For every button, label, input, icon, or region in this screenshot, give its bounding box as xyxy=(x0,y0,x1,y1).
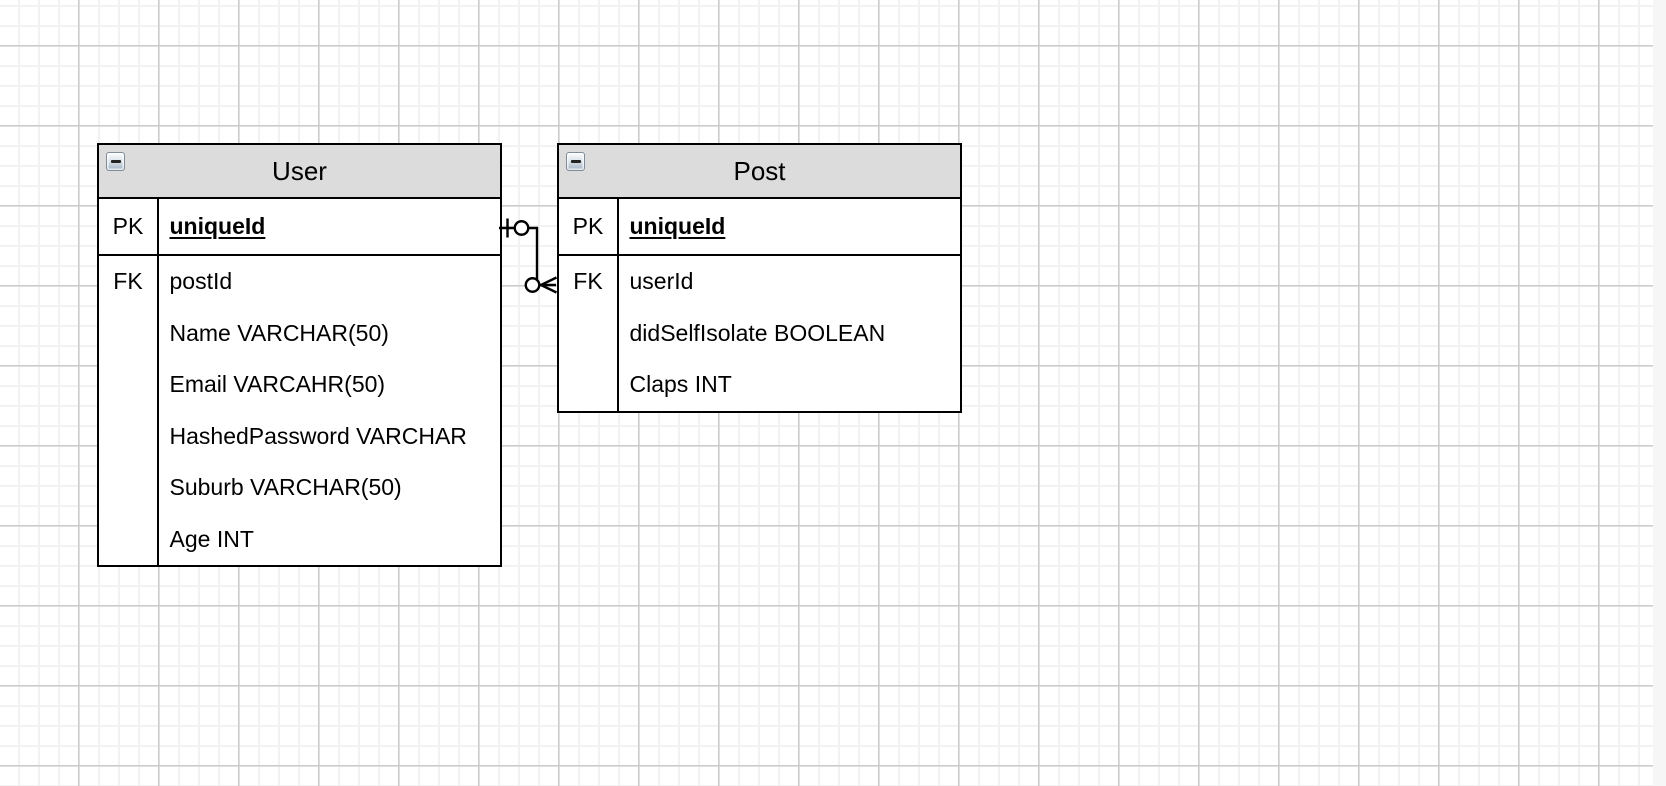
fk-key-cell: FK xyxy=(99,256,159,565)
zero-circle-source xyxy=(513,220,530,236)
entity-post[interactable]: Post PK uniqueId FK userId didSelfIsolat… xyxy=(557,143,962,413)
field-column: postId Name VARCHAR(50) Email VARCAHR(50… xyxy=(159,256,500,565)
minus-glyph xyxy=(570,160,581,163)
pk-field-cell[interactable]: uniqueId xyxy=(629,213,726,239)
pk-key-cell: PK xyxy=(559,199,619,254)
field-row[interactable]: HashedPassword VARCHAR xyxy=(169,422,467,449)
fk-key-label: FK xyxy=(113,268,143,295)
entity-user-body: FK postId Name VARCHAR(50) Email VARCAHR… xyxy=(99,256,500,565)
field-row[interactable]: Age INT xyxy=(169,525,254,552)
pk-row[interactable]: PK uniqueId xyxy=(559,199,960,256)
fk-key-label: FK xyxy=(573,268,603,295)
entity-title: User xyxy=(272,156,327,186)
entity-user-header[interactable]: User xyxy=(99,145,500,199)
entity-post-header[interactable]: Post xyxy=(559,145,960,199)
entity-post-body: FK userId didSelfIsolate BOOLEAN Claps I… xyxy=(559,256,960,411)
field-row[interactable]: userId xyxy=(629,268,694,295)
edge-path xyxy=(499,226,556,287)
entity-title: Post xyxy=(733,156,786,186)
pk-field-cell[interactable]: uniqueId xyxy=(169,213,266,239)
vertical-scrollbar-track[interactable] xyxy=(1653,0,1666,786)
collapse-icon[interactable] xyxy=(106,152,125,171)
field-column: userId didSelfIsolate BOOLEAN Claps INT xyxy=(619,256,960,411)
zero-circle-target xyxy=(524,277,541,293)
field-row[interactable]: didSelfIsolate BOOLEAN xyxy=(629,319,886,346)
crowfoot-many-marker xyxy=(540,276,558,294)
pk-key-cell: PK xyxy=(99,199,159,254)
minus-glyph xyxy=(110,160,121,163)
pk-row[interactable]: PK uniqueId xyxy=(99,199,500,256)
field-row[interactable]: postId xyxy=(169,268,233,295)
field-row[interactable]: Suburb VARCHAR(50) xyxy=(169,474,402,501)
field-row[interactable]: Email VARCAHR(50) xyxy=(169,371,386,398)
field-row[interactable]: Claps INT xyxy=(629,371,732,398)
fk-key-cell: FK xyxy=(559,256,619,411)
entity-user[interactable]: User PK uniqueId FK postId Name VARCHAR(… xyxy=(97,143,502,567)
collapse-icon[interactable] xyxy=(566,152,585,171)
field-row[interactable]: Name VARCHAR(50) xyxy=(169,319,389,346)
